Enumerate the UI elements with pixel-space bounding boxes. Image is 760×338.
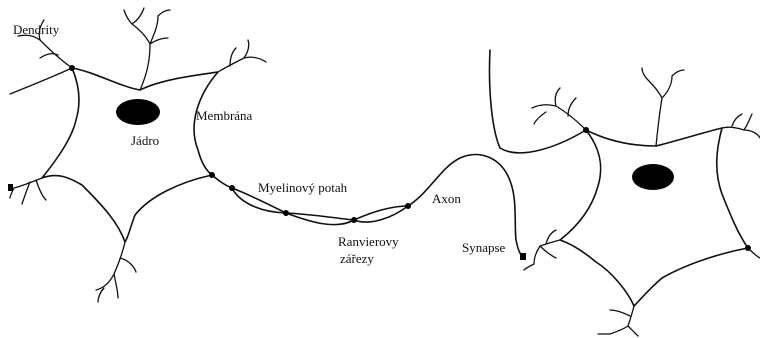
ranvier-node-3 xyxy=(351,217,357,223)
label-membrana: Membrána xyxy=(196,108,252,124)
left-dendrite-terminal xyxy=(8,184,13,191)
ranvier-node-4 xyxy=(405,203,411,209)
ranvier-node-2 xyxy=(283,210,289,216)
right-dendrite-top-right xyxy=(722,114,760,138)
label-myelin: Myelinový potah xyxy=(258,180,347,196)
left-dendrite-top xyxy=(124,8,170,90)
right-dendrite-node-1 xyxy=(583,127,589,133)
left-dendrite-bottom xyxy=(96,242,136,302)
myelin-segment-3-bottom xyxy=(354,206,408,222)
left-neuron xyxy=(8,8,266,302)
left-dendrite-lower-left xyxy=(10,178,46,204)
right-dendrite-node-2 xyxy=(745,245,751,251)
right-dendrite-bottom xyxy=(598,306,638,336)
label-synapse: Synapse xyxy=(462,240,505,256)
label-jadro: Jádro xyxy=(131,133,159,149)
synapse-terminal xyxy=(520,253,526,260)
left-cell-membrane xyxy=(42,68,218,242)
myelin-segment-3-top xyxy=(354,206,408,220)
axon-hillock xyxy=(212,175,232,188)
right-dendrite-top-left xyxy=(532,88,586,130)
ranvier-node-1 xyxy=(229,185,235,191)
left-dendrite-upper-right xyxy=(218,40,266,72)
right-cell-membrane xyxy=(560,128,748,306)
right-dendrite-top xyxy=(642,68,684,146)
label-dendrity: Dendrity xyxy=(13,22,59,38)
right-dendrite-synapse xyxy=(524,230,560,270)
left-dendrite-far-left xyxy=(10,68,72,94)
left-nucleus xyxy=(116,99,160,125)
right-nucleus xyxy=(632,164,674,190)
right-top-fiber xyxy=(489,50,586,153)
label-ranvier-line2: zářezy xyxy=(340,251,374,267)
label-axon: Axon xyxy=(432,191,461,207)
right-neuron xyxy=(489,50,760,336)
membrane-node xyxy=(209,172,215,178)
label-ranvier-line1: Ranvierovy xyxy=(338,234,399,250)
